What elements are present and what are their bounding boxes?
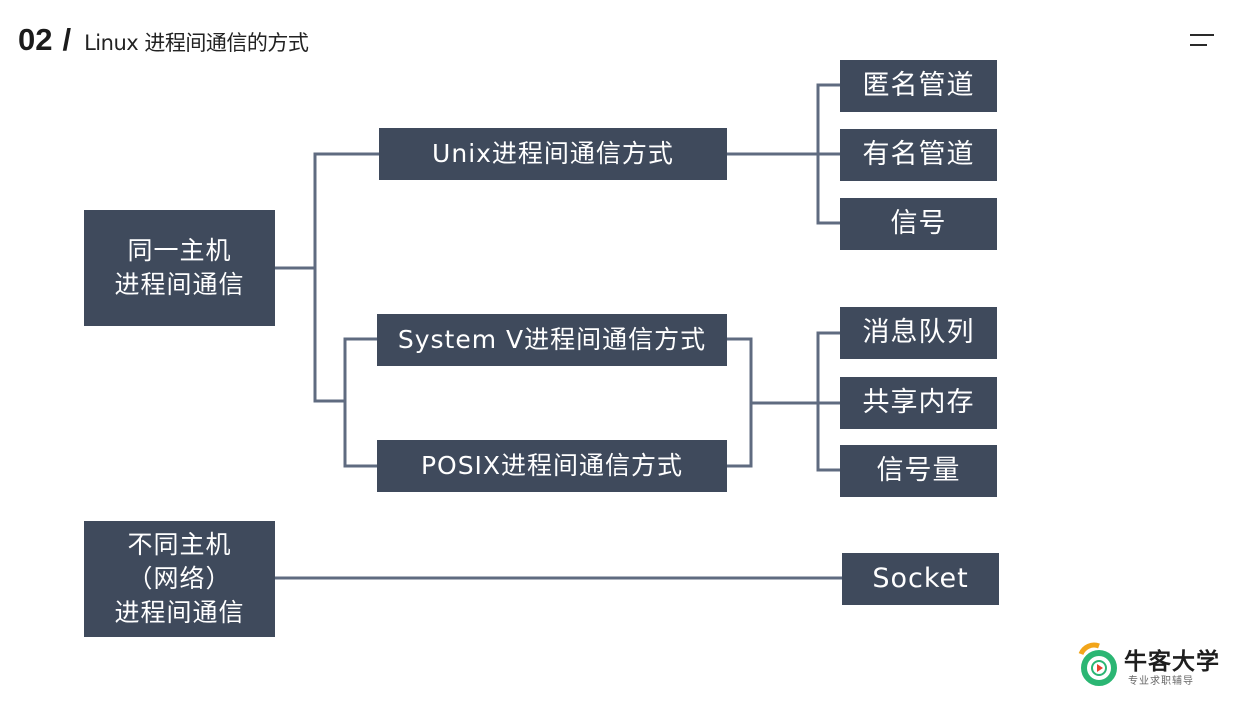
node-posix-ipc: POSIX进程间通信方式 [377, 440, 727, 492]
node-named-pipe: 有名管道 [840, 129, 997, 181]
node-msg-queue: 消息队列 [840, 307, 997, 359]
node-semaphore: 信号量 [840, 445, 997, 497]
node-anon-pipe: 匿名管道 [840, 60, 997, 112]
section-number: 02 [18, 22, 53, 57]
logo-icon [1078, 642, 1117, 686]
logo-tagline: 专业求职辅导 [1128, 676, 1194, 687]
node-shared-mem: 共享内存 [840, 377, 997, 429]
node-socket: Socket [842, 553, 999, 605]
connector-bracket-left [343, 337, 377, 468]
node-same-host: 同一主机 进程间通信 [84, 210, 275, 326]
menu-icon[interactable] [1190, 34, 1214, 48]
page-header: 02 / Linux 进程间通信的方式 [18, 22, 309, 62]
node-unix-ipc: Unix进程间通信方式 [379, 128, 727, 180]
node-same-host-line1: 同一主机 [127, 236, 232, 265]
node-same-host-line2: 进程间通信 [114, 270, 245, 299]
node-diff-host-line3: 进程间通信 [114, 598, 245, 627]
node-diff-host: 不同主机 （网络） 进程间通信 [84, 521, 275, 637]
page-title: Linux 进程间通信的方式 [84, 31, 309, 55]
node-diff-host-line1: 不同主机 [127, 530, 232, 559]
connector-bracket-right [727, 337, 753, 468]
brand-logo: 牛客大学 专业求职辅导 [1075, 640, 1225, 690]
node-diff-host-line2: （网络） [127, 564, 232, 593]
node-signal: 信号 [840, 198, 997, 250]
logo-name: 牛客大学 [1124, 649, 1220, 675]
section-slash: / [62, 22, 72, 57]
node-systemv-ipc: System V进程间通信方式 [377, 314, 727, 366]
connector-samehost-unix [274, 152, 379, 270]
connector-samehost-sysv [313, 268, 345, 403]
